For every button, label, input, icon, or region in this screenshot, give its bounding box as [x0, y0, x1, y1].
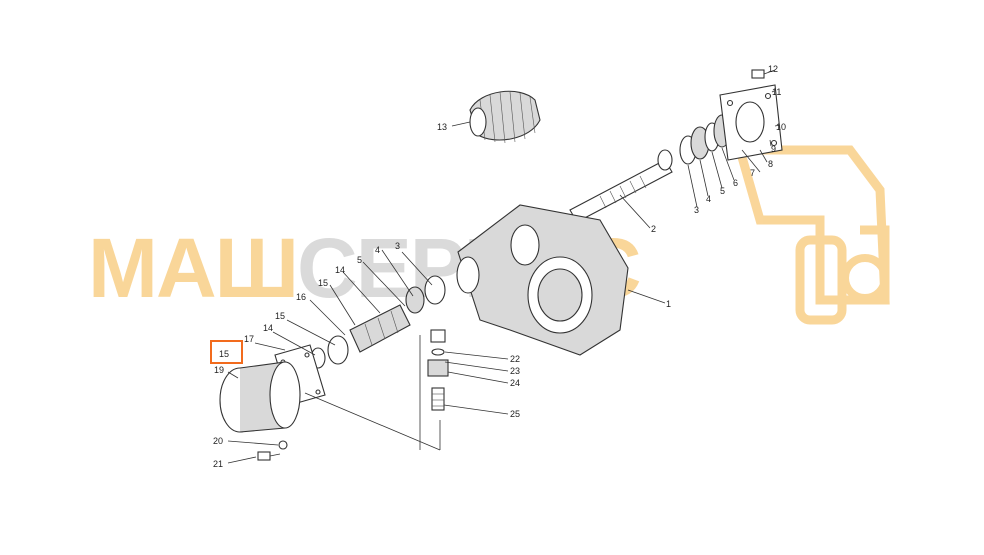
callout-4-right: 4	[706, 194, 711, 204]
part-19-end-cover	[219, 361, 301, 433]
callout-15-bottom: 15	[275, 311, 285, 321]
part-right-bearing-stack	[679, 84, 783, 165]
callout-14-top: 14	[335, 265, 345, 275]
callout-3-right: 3	[694, 205, 699, 215]
callout-labels: 1 2 3 4 5 6 7 8 9 10 11 12 13 3 4 5 14 1…	[213, 64, 786, 469]
part-13-worm-gear	[469, 90, 541, 144]
part-22-25-breather-fitting	[427, 329, 449, 411]
callout-11: 11	[772, 87, 781, 97]
callout-20: 20	[213, 436, 223, 446]
callout-2: 2	[651, 224, 656, 234]
callout-9: 9	[771, 144, 776, 154]
callout-4-left: 4	[375, 245, 380, 255]
part-left-bearing-stack	[310, 275, 446, 369]
assembly-guide-lines	[304, 335, 441, 451]
callout-7: 7	[750, 168, 755, 178]
callout-15-top: 15	[318, 278, 328, 288]
callout-8: 8	[768, 159, 773, 169]
callout-leaders	[227, 90, 781, 464]
callout-17: 17	[244, 334, 254, 344]
callout-6: 6	[733, 178, 738, 188]
callout-22: 22	[510, 354, 520, 364]
callout-23: 23	[510, 366, 520, 376]
callout-5-left: 5	[357, 255, 362, 265]
callout-highlighted: 15	[219, 349, 229, 359]
callout-3-left: 3	[395, 241, 400, 251]
callout-1: 1	[666, 299, 671, 309]
callout-19: 19	[214, 365, 224, 375]
part-20-21-fasteners	[257, 440, 288, 461]
callout-25: 25	[510, 409, 520, 419]
callout-10: 10	[776, 122, 786, 132]
callout-14-bottom: 14	[263, 323, 273, 333]
callout-13: 13	[437, 122, 447, 132]
part-12-bolt	[751, 69, 776, 79]
part-2-main-shaft	[569, 149, 673, 223]
watermark-truck-icon	[734, 145, 890, 325]
callout-21: 21	[213, 459, 223, 469]
highlight-box	[210, 340, 243, 364]
callout-24: 24	[510, 378, 520, 388]
part-1-housing	[456, 204, 629, 356]
callout-12: 12	[768, 64, 778, 74]
callout-16: 16	[296, 292, 306, 302]
callout-5-right: 5	[720, 186, 725, 196]
watermark-text-primary: МАШ	[88, 221, 297, 315]
